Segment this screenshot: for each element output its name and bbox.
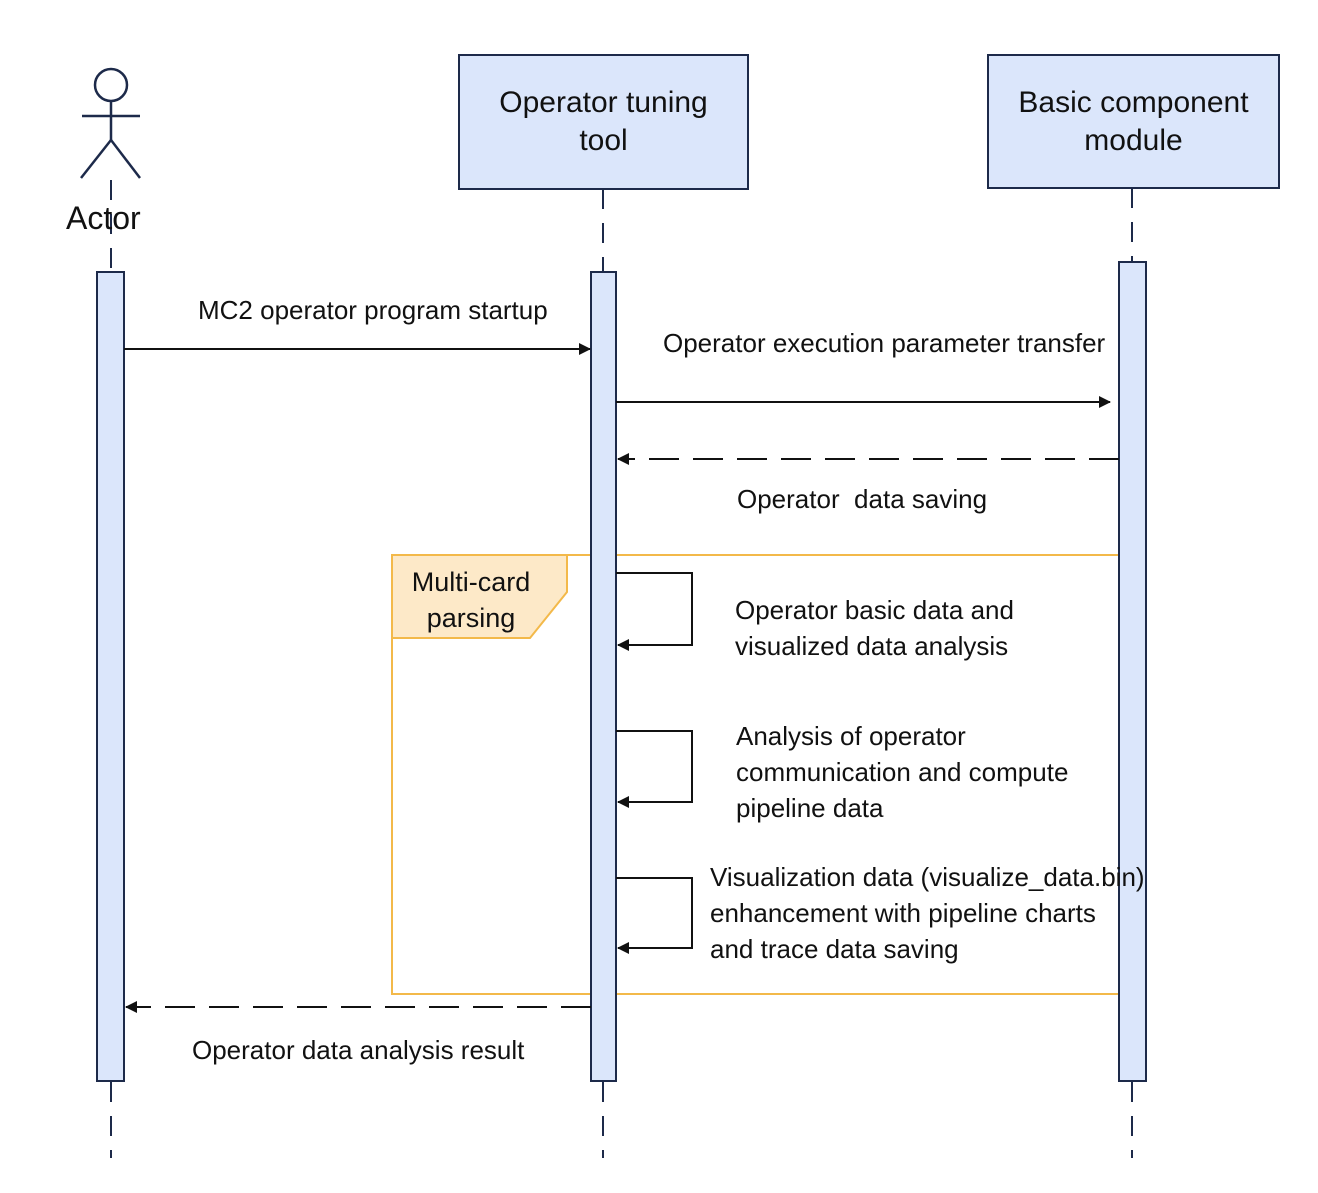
message-label-pipeline-analysis-line1: Analysis of operator: [736, 721, 966, 751]
participant-label-tool-line2: tool: [579, 124, 628, 157]
message-label-visualization-line2: enhancement with pipeline charts: [710, 898, 1096, 928]
message-label-basic-analysis: Operator basic data and visualized data …: [735, 592, 1014, 664]
message-label-startup: MC2 operator program startup: [198, 295, 548, 325]
actor-icon: [80, 67, 141, 179]
participant-label-module-line2: module: [1084, 123, 1183, 157]
activation-bar-tool: [590, 271, 617, 1082]
participant-box-basic-component-module: [987, 54, 1280, 189]
fragment-label-line1: Multi-card: [411, 567, 531, 597]
participant-label-module: Basic component module: [988, 55, 1279, 188]
self-message-pipeline-analysis: [616, 730, 693, 808]
actor-label: Actor: [66, 200, 141, 236]
message-label-pipeline-analysis-line2: communication and compute: [736, 757, 1069, 787]
fragment-label: Multi-card parsing: [396, 564, 546, 636]
participant-box-operator-tuning-tool: [458, 54, 749, 190]
message-label-parameter-transfer: Operator execution parameter transfer: [663, 328, 1106, 358]
participant-label-tool-line1: Operator tuning: [499, 86, 708, 119]
message-label-basic-analysis-line1: Operator basic data and: [735, 595, 1014, 625]
message-label-basic-analysis-line2: visualized data analysis: [735, 631, 1009, 661]
fragment-label-line2: parsing: [426, 603, 516, 633]
activation-bar-module: [1118, 261, 1147, 1082]
activation-bar-actor: [96, 271, 125, 1082]
message-label-visualization-line3: and trace data saving: [710, 934, 959, 964]
message-label-analysis-result: Operator data analysis result: [192, 1035, 525, 1065]
participant-label-tool: Operator tuning tool: [459, 55, 748, 189]
fragment-tab: [391, 554, 568, 639]
message-label-data-saving: Operator data saving: [737, 484, 988, 514]
message-label-pipeline-analysis-line3: pipeline data: [736, 793, 884, 823]
message-label-pipeline-analysis: Analysis of operator communication and c…: [736, 718, 1068, 826]
participant-label-module-line1: Basic component: [1018, 85, 1249, 119]
self-message-basic-analysis: [616, 572, 693, 651]
self-message-visualization: [616, 877, 693, 954]
lifelines: [110, 180, 1133, 1158]
message-label-visualization-line1: Visualization data (visualize_data.bin): [710, 862, 1145, 892]
message-label-visualization: Visualization data (visualize_data.bin) …: [710, 859, 1145, 967]
